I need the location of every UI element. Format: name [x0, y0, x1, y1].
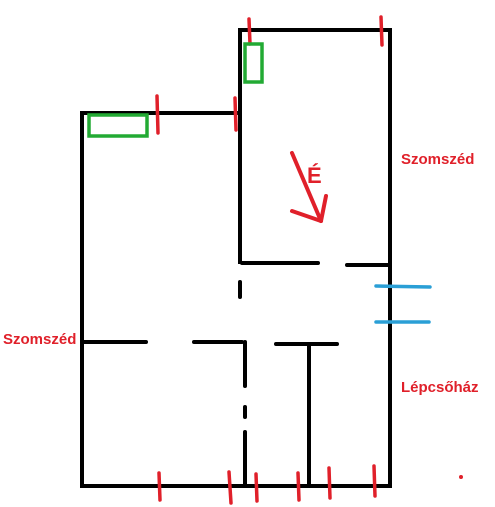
north-arrow-icon: [290, 151, 328, 223]
opening-marks: [155, 15, 384, 505]
interior-walls: [82, 261, 390, 486]
opening-mark: [327, 466, 332, 500]
entrance: [374, 284, 432, 324]
north-label: É: [307, 163, 322, 188]
opening-mark: [296, 471, 301, 502]
opening-mark: [157, 471, 162, 502]
opening-mark: [155, 94, 160, 135]
opening-mark: [254, 472, 259, 503]
neighbor-label-right: Szomszéd: [401, 151, 474, 168]
opening-mark: [372, 464, 377, 498]
stairwell-label: Lépcsőház: [401, 379, 479, 396]
opening-mark: [379, 15, 384, 47]
north-arrow-shaft: [290, 151, 323, 223]
windows: [87, 42, 264, 138]
north-arrow-head-upper: [319, 194, 328, 223]
red-dot: [459, 475, 463, 479]
entrance-line: [374, 284, 432, 289]
window-top-left: [87, 113, 149, 138]
outer-walls: [80, 28, 392, 488]
opening-mark: [247, 17, 252, 46]
window-top-right: [243, 42, 264, 84]
neighbor-label-left: Szomszéd: [3, 331, 76, 348]
opening-mark: [233, 96, 238, 132]
opening-mark: [227, 470, 233, 505]
north-arrow-head-lower: [290, 209, 323, 223]
